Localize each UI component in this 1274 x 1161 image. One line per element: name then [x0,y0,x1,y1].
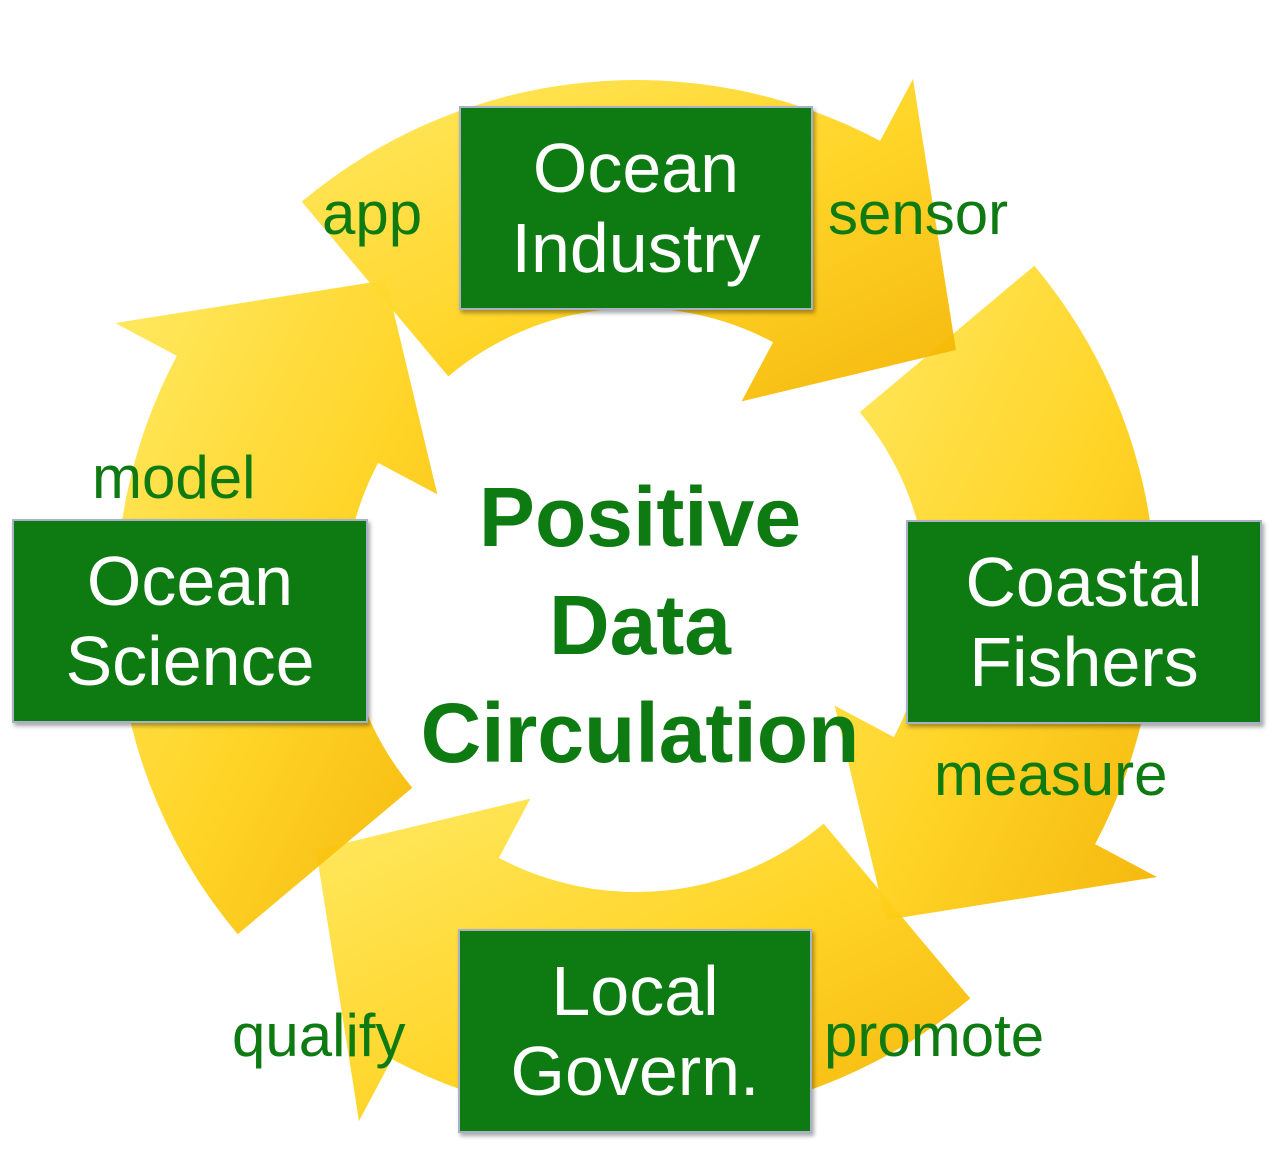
node-coastal-fishers-line-1: Coastal [965,543,1203,621]
node-local-government: Local Govern. [458,929,812,1133]
center-title-line-2: Data [548,578,732,672]
node-coastal-fishers: Coastal Fishers [906,520,1262,724]
center-title: Positive Data Circulation [370,463,910,787]
label-measure: measure [934,741,1168,808]
label-model: model [92,444,256,511]
node-ocean-industry: Ocean Industry [459,106,813,310]
center-title-line-3: Circulation [420,686,860,780]
node-ocean-industry-line-1: Ocean [532,129,740,207]
node-ocean-industry-line-2: Industry [511,209,761,287]
label-sensor: sensor [828,180,1009,247]
center-title-line-1: Positive [478,470,802,564]
label-promote: promote [824,1002,1045,1069]
node-local-government-line-1: Local [551,952,719,1030]
node-coastal-fishers-line-2: Fishers [969,623,1199,701]
label-qualify: qualify [232,1002,406,1069]
node-ocean-science-line-1: Ocean [86,542,294,620]
node-ocean-science-line-2: Science [65,622,315,700]
node-local-government-line-2: Govern. [510,1032,760,1110]
node-ocean-science: Ocean Science [12,519,368,723]
label-app: app [322,180,423,247]
